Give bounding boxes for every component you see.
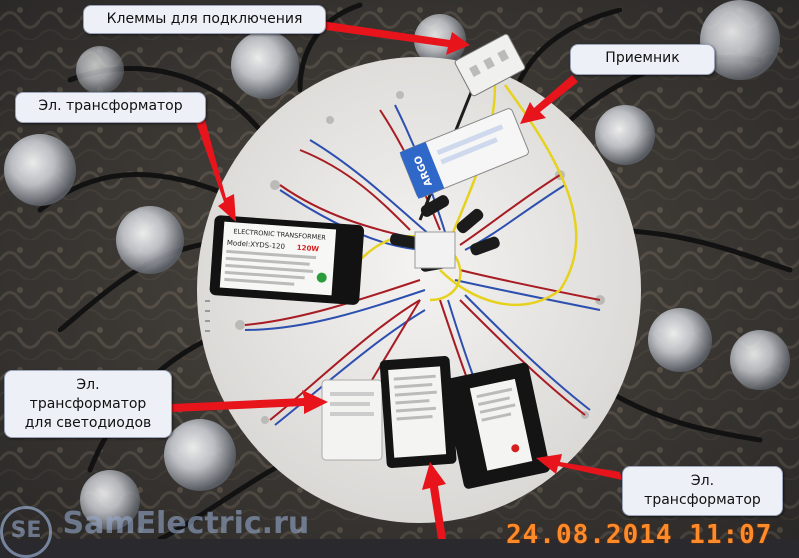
junction-block [414,231,456,269]
glass-shades [4,0,790,530]
terminal-block [454,33,526,97]
callout-transformer-bottom: Эл. трансформатор [622,466,783,516]
callout-transformer-led-line1: Эл. [76,377,100,393]
watermark-logo: SE [0,506,52,558]
led-driver [321,379,383,461]
watermark: SE SamElectric.ru [0,506,309,558]
arrow-transformer-bottom [536,454,622,480]
callout-transformer-led: Эл. трансформатор для светодиодов [4,370,172,438]
callout-terminals: Клеммы для подключения [83,5,326,34]
transformer-main: ELECTRONIC TRANSFORMER Model:XYDS-120 12… [209,215,365,305]
callout-transformer-led-line3: для светодиодов [24,415,152,431]
panel-slots [205,300,210,332]
callout-receiver: Приемник [570,44,715,75]
callout-terminals-text: Клеммы для подключения [106,11,303,27]
arrow-transformer-led [172,390,328,414]
callout-transformer-bottom-line1: Эл. [690,473,715,489]
callout-receiver-text: Приемник [605,50,680,66]
arrow-terminals [322,20,470,55]
callout-transformer-top: Эл. трансформатор [15,92,206,123]
transformer-led [379,356,457,468]
arrow-transformer-top [196,116,236,222]
transformer-bottom [442,362,550,489]
receiver-module: ARGO [399,108,529,199]
callout-transformer-bottom-line2: трансформатор [644,492,761,508]
callout-transformer-top-text: Эл. трансформатор [38,98,183,114]
arrow-bottom [422,462,446,539]
callout-transformer-led-line2: трансформатор [29,396,147,412]
date-stamp: 24.08.2014 11:07 [506,520,773,550]
chandelier-photo: ARGO ELECTRONIC TRANSFORMER Model:XYDS-1… [0,0,799,539]
watermark-text: SamElectric.ru [62,506,310,541]
callout-arrows [172,20,622,539]
transformer-power: 120W [296,244,319,254]
arrow-receiver [520,75,578,124]
